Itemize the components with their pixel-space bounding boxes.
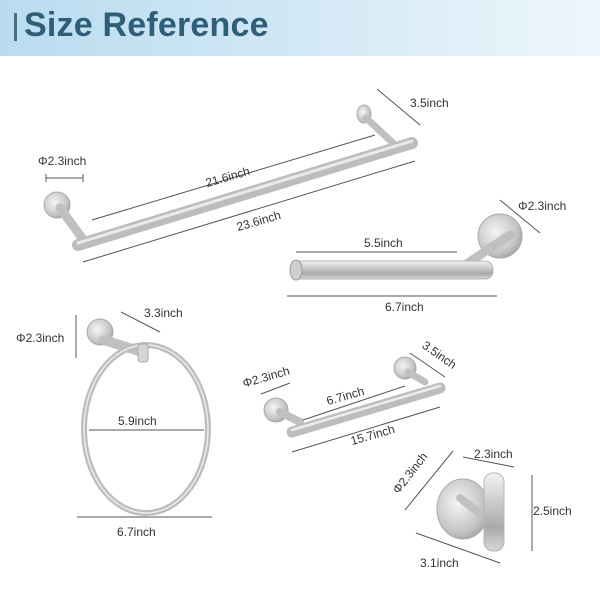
tp-holder-total-length: 6.7inch bbox=[385, 300, 424, 314]
page-title: Size Reference bbox=[24, 6, 269, 44]
robe-hook-height: 2.5inch bbox=[533, 504, 572, 518]
toilet-paper-holder-illustration bbox=[287, 199, 541, 297]
title-accent-bar bbox=[14, 13, 17, 41]
towel-ring-inner-diameter: 5.9inch bbox=[118, 414, 157, 428]
towel-bar-illustration bbox=[43, 88, 421, 263]
towel-ring-base-diameter: Φ2.3inch bbox=[16, 331, 65, 345]
robe-hook-projection: 3.1inch bbox=[420, 556, 459, 570]
towel-ring-total-width: 6.7inch bbox=[117, 525, 156, 539]
robe-hook-illustration bbox=[404, 450, 533, 564]
header-banner: Size Reference bbox=[0, 0, 600, 56]
robe-hook-depth: 2.3inch bbox=[474, 447, 513, 461]
towel-bar-projection: 3.5inch bbox=[410, 96, 449, 110]
hand-towel-bar-illustration bbox=[260, 352, 446, 453]
towel-ring-illustration bbox=[75, 311, 212, 518]
towel-ring-projection: 3.3inch bbox=[144, 306, 183, 320]
tp-holder-inner-length: 5.5inch bbox=[364, 236, 403, 250]
towel-bar-base-diameter: Φ2.3inch bbox=[38, 154, 87, 168]
tp-holder-base-diameter: Φ2.3inch bbox=[518, 199, 567, 213]
